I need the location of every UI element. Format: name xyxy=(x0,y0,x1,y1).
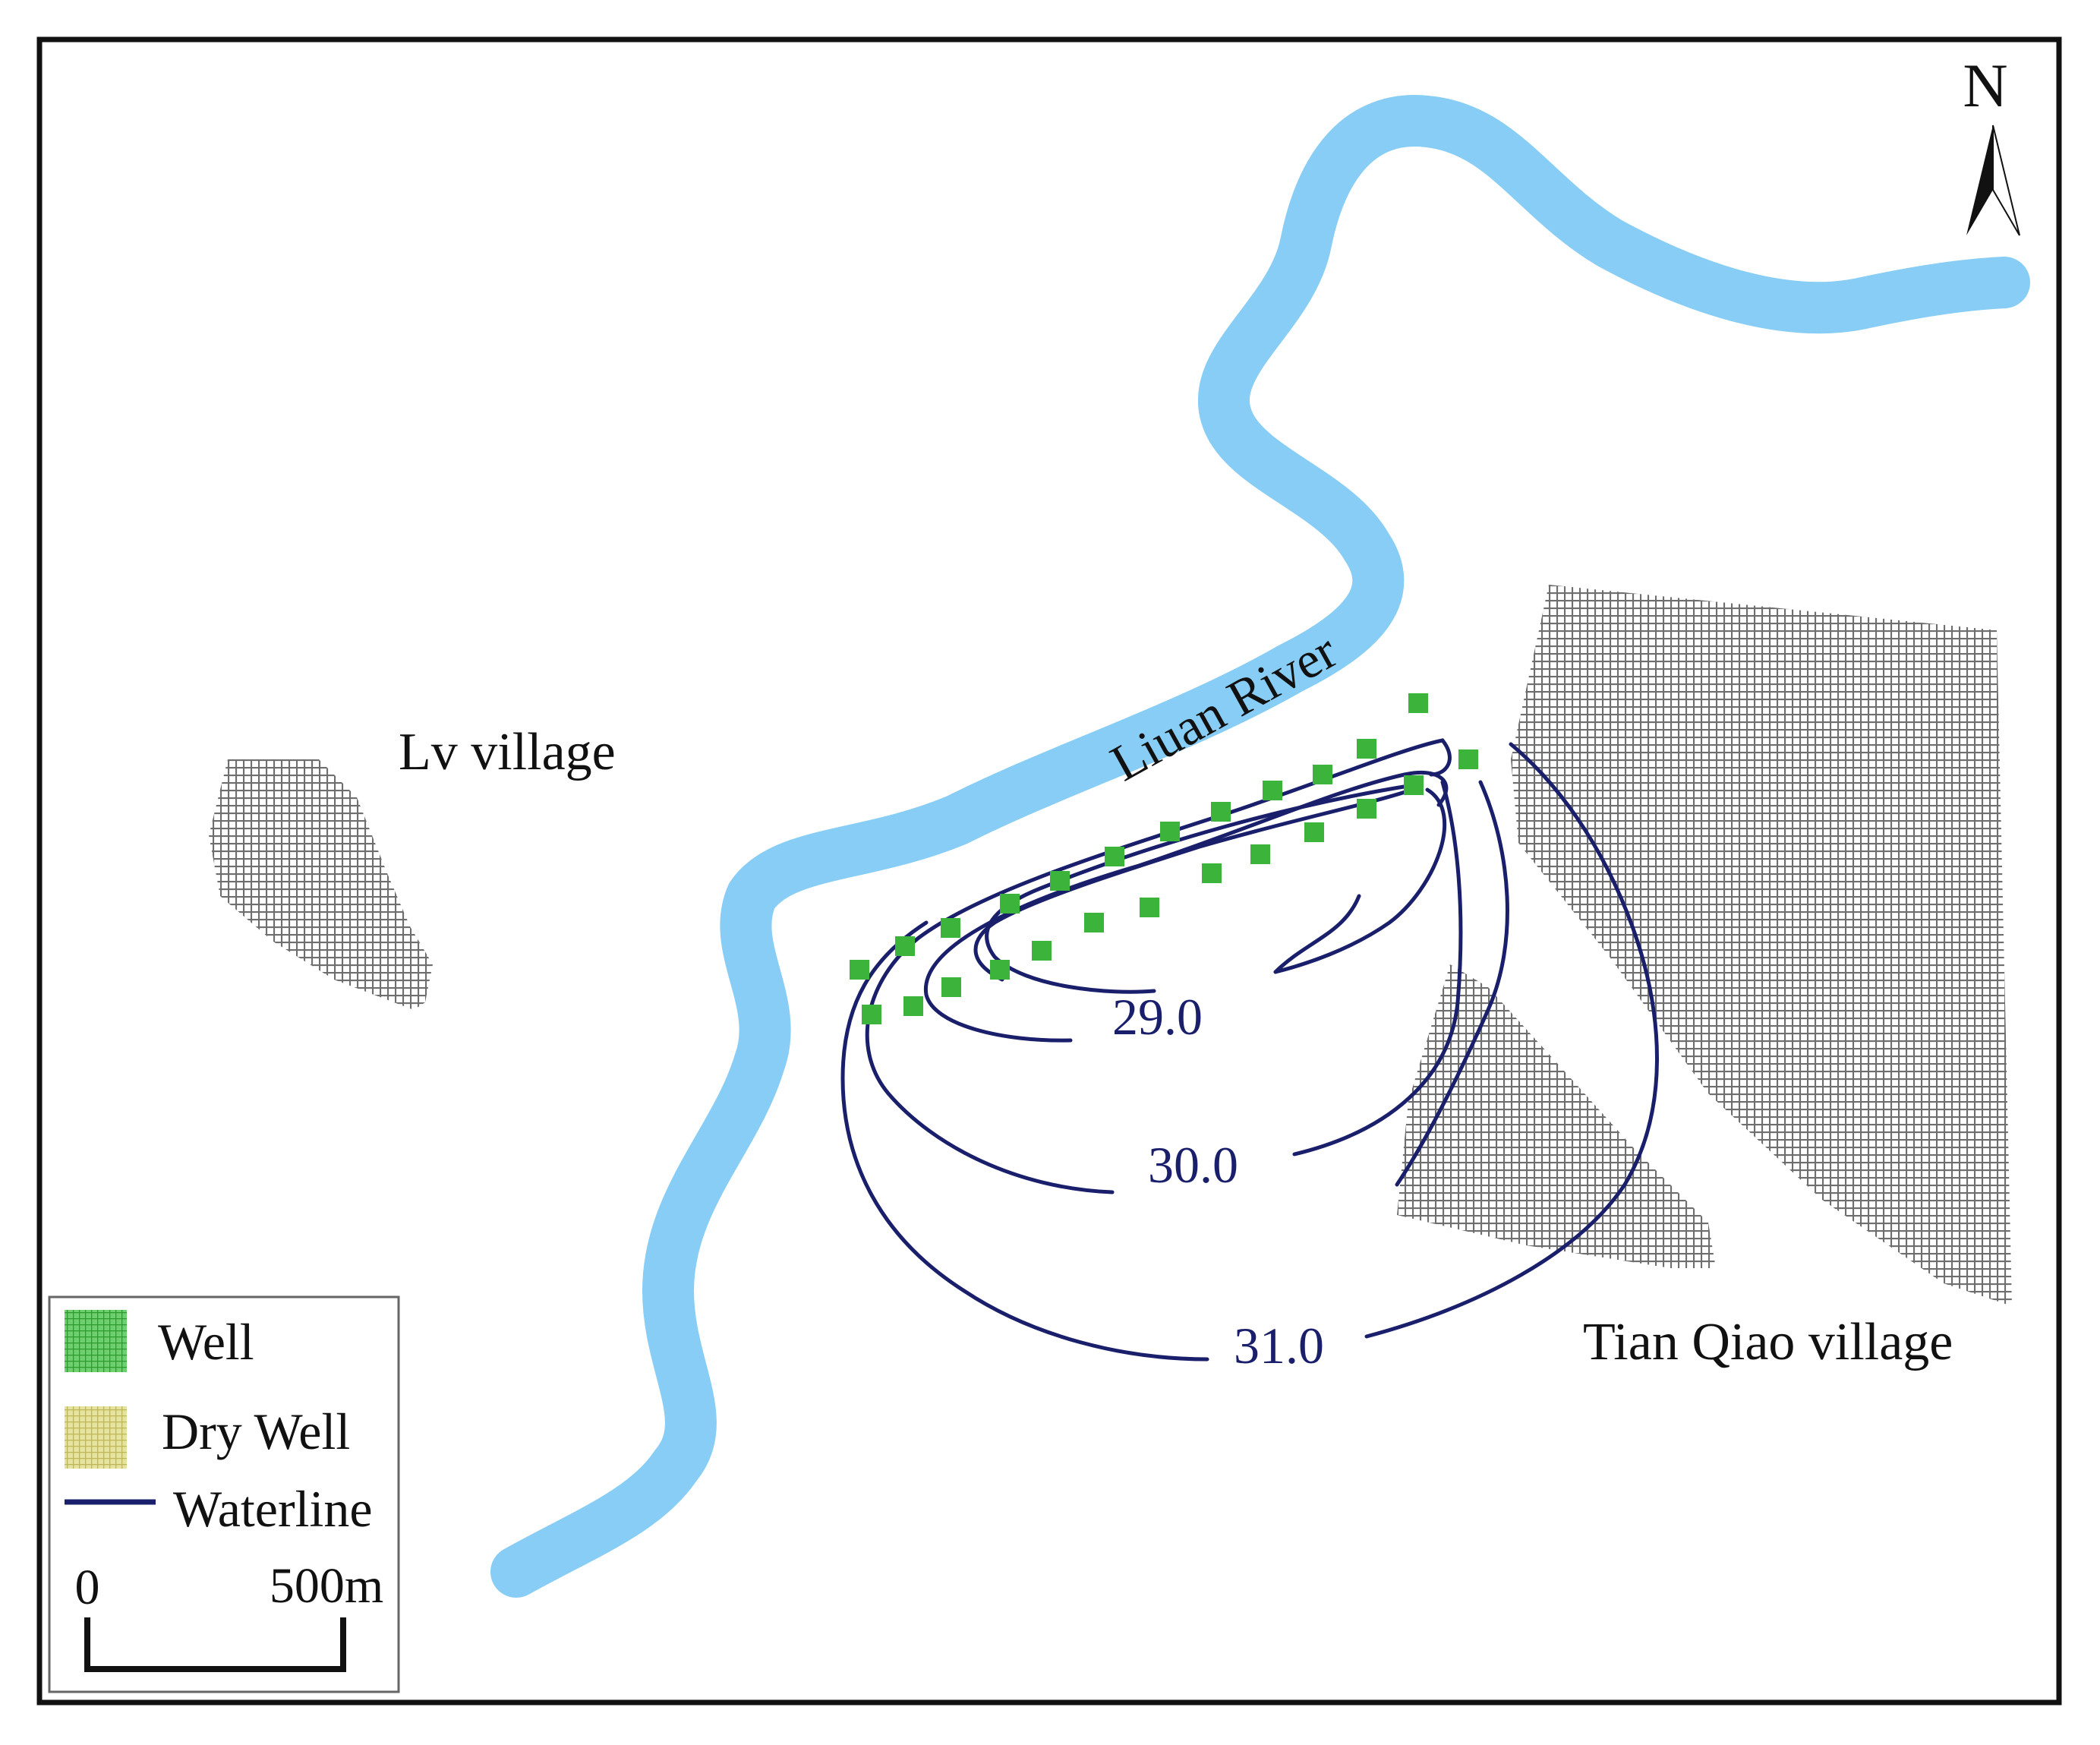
contour-29-arm xyxy=(973,787,1414,982)
well-marker xyxy=(1211,802,1231,822)
contour-label-31: 31.0 xyxy=(1234,1317,1324,1374)
contour-31 xyxy=(840,742,1659,1362)
well-marker xyxy=(1357,739,1376,759)
legend: Well Dry Well Waterline 0 500m xyxy=(48,1295,400,1693)
contour-label-29: 29.0 xyxy=(1112,988,1203,1046)
north-arrow: N xyxy=(1963,51,2020,236)
well-marker xyxy=(941,977,961,997)
well-marker xyxy=(1032,941,1052,961)
well-marker xyxy=(1408,693,1428,713)
well-marker xyxy=(1105,847,1124,866)
contour-29-inner xyxy=(985,784,1411,994)
scale-bar xyxy=(84,1617,346,1672)
tian-qiao-village-area xyxy=(1511,585,2012,1306)
legend-well-label: Well xyxy=(158,1313,254,1371)
map-frame xyxy=(36,36,2062,1706)
well-swatch xyxy=(65,1310,127,1372)
well-marker xyxy=(1404,775,1424,795)
well-marker xyxy=(1050,871,1070,891)
well-marker xyxy=(1458,749,1478,769)
legend-waterline-label: Waterline xyxy=(173,1480,373,1538)
well-marker xyxy=(941,918,960,938)
well-marker xyxy=(1304,822,1324,842)
tian-qiao-village-label: Tian Qiao village xyxy=(1583,1313,1953,1371)
well-marker xyxy=(1250,844,1270,864)
contour-31-inner xyxy=(1395,780,1509,1187)
well-marker xyxy=(850,960,869,980)
well-marker xyxy=(1140,898,1159,917)
well-marker xyxy=(1313,765,1332,784)
well-marker xyxy=(862,1005,881,1024)
waterline-contours xyxy=(840,738,1659,1362)
wells xyxy=(850,693,1478,1024)
contour-29 xyxy=(1273,787,1447,974)
well-marker xyxy=(1160,822,1180,841)
scale-start-label: 0 xyxy=(75,1560,100,1615)
lv-village-area xyxy=(209,759,433,1010)
well-marker xyxy=(1202,863,1222,883)
tian-qiao-village-area-south xyxy=(1397,964,1716,1268)
well-marker xyxy=(1084,913,1104,932)
well-marker xyxy=(990,960,1010,980)
dry-well-swatch xyxy=(65,1406,127,1469)
well-marker xyxy=(895,936,915,956)
contour-label-30: 30.0 xyxy=(1148,1136,1238,1194)
lv-village-label: Lv village xyxy=(399,723,616,781)
scale-end-label: 500m xyxy=(270,1558,383,1614)
legend-dry-well-label: Dry Well xyxy=(162,1403,350,1460)
north-arrow-icon xyxy=(1966,125,1993,235)
well-marker xyxy=(1000,894,1020,914)
north-label: N xyxy=(1963,51,2007,120)
contour-30 xyxy=(865,738,1463,1194)
river-label: Liuan River xyxy=(1101,621,1346,792)
liuan-river xyxy=(490,95,2030,1598)
well-marker xyxy=(1357,799,1376,819)
well-marker xyxy=(1263,781,1282,800)
well-marker xyxy=(903,996,923,1016)
